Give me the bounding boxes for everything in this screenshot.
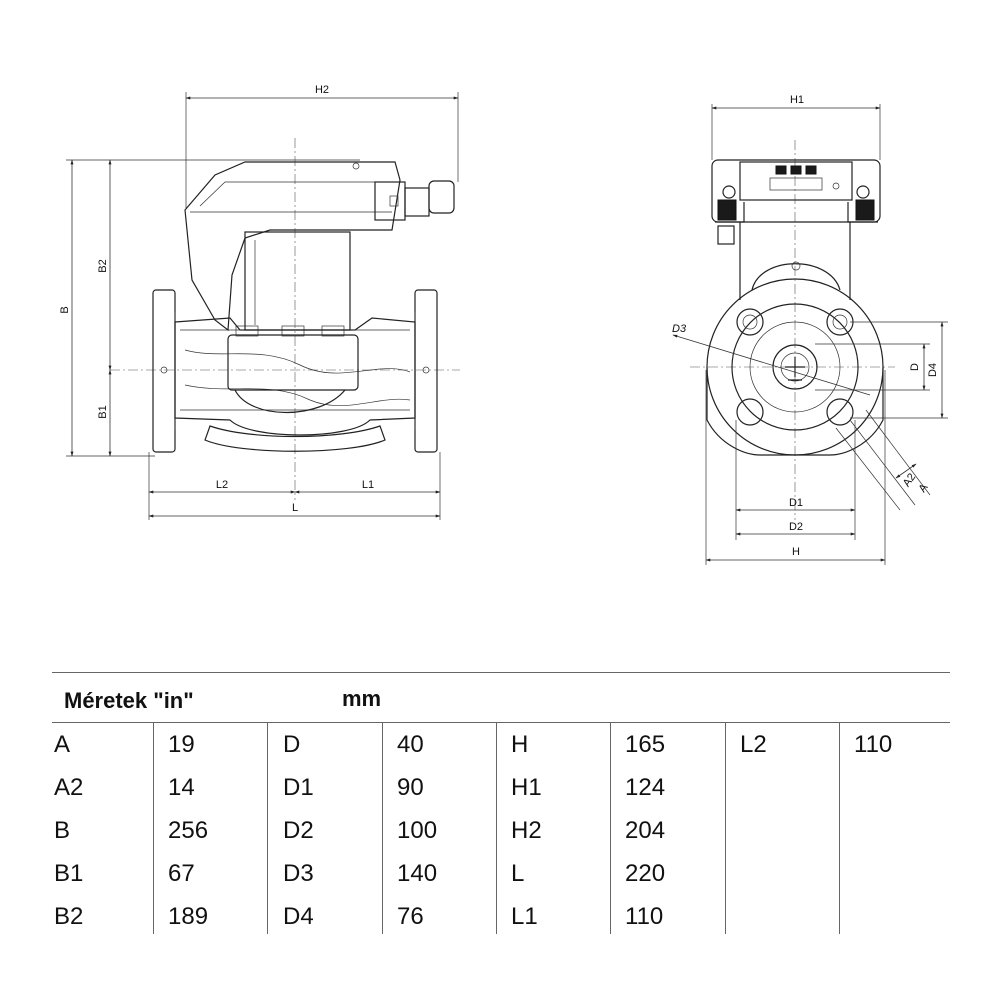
dimension-key: D1 — [283, 774, 314, 801]
technical-drawing: H2 B B2 B1 L2 L1 L — [59, 84, 948, 565]
column-separator — [496, 722, 497, 934]
dimension-key: A2 — [54, 774, 84, 801]
dimension-value: 110 — [854, 731, 893, 758]
dimension-value: 100 — [397, 817, 438, 844]
dim-label-D1: D1 — [789, 497, 803, 509]
column-separator — [153, 722, 154, 934]
dim-label-A2: A2 — [901, 471, 919, 489]
front-view: H2 B B2 B1 L2 L1 L — [59, 84, 460, 520]
dimension-value: 165 — [625, 731, 666, 758]
dim-label-H: H — [792, 546, 800, 558]
dim-label-H1: H1 — [790, 94, 804, 106]
dim-label-L: L — [292, 502, 298, 514]
dim-label-D2: D2 — [789, 521, 803, 533]
dim-label-B2: B2 — [97, 259, 109, 272]
dim-label-B1: B1 — [97, 405, 109, 418]
dimension-key: H — [511, 731, 529, 758]
table-header-rule — [52, 722, 950, 723]
dimension-key: H2 — [511, 817, 542, 844]
dim-label-B: B — [59, 306, 71, 313]
table-top-rule — [52, 672, 950, 673]
column-separator — [267, 722, 268, 934]
column-separator — [725, 722, 726, 934]
dim-label-D4: D4 — [927, 363, 939, 377]
dimension-value: 67 — [168, 860, 195, 887]
dimension-value: 14 — [168, 774, 195, 801]
dimension-key: H1 — [511, 774, 542, 801]
table-title: Méretek "in" — [64, 688, 194, 713]
dimension-key: D — [283, 731, 301, 758]
dimension-value: 124 — [625, 774, 666, 801]
table-header: Méretek "in" mm — [52, 672, 950, 722]
dimension-value: 220 — [625, 860, 666, 887]
dimension-value: 189 — [168, 903, 209, 930]
dimension-key: L2 — [740, 731, 767, 758]
column-separator — [610, 722, 611, 934]
dimension-value: 76 — [397, 903, 424, 930]
dimension-value: 140 — [397, 860, 438, 887]
dimension-key: D3 — [283, 860, 314, 887]
dim-label-D3: D3 — [672, 323, 687, 335]
dimension-key: D2 — [283, 817, 314, 844]
dim-label-A: A — [917, 481, 931, 494]
dimension-key: L — [511, 860, 525, 887]
dimension-key: B1 — [54, 860, 84, 887]
dimension-value: 204 — [625, 817, 666, 844]
dim-label-L2: L2 — [216, 479, 228, 491]
dim-label-H2: H2 — [315, 84, 329, 96]
dimension-value: 256 — [168, 817, 209, 844]
dim-label-L1: L1 — [362, 479, 374, 491]
dimension-value: 40 — [397, 731, 424, 758]
dimension-key: D4 — [283, 903, 314, 930]
dim-label-D: D — [909, 363, 921, 371]
dimension-key: L1 — [511, 903, 538, 930]
side-view: H1 D3 D D4 A2 A D1 D2 H — [672, 94, 948, 565]
dimension-key: B — [54, 817, 71, 844]
dimension-value: 19 — [168, 731, 195, 758]
table-unit: mm — [342, 686, 382, 711]
dimension-value: 110 — [625, 903, 664, 930]
dimension-key: B2 — [54, 903, 84, 930]
column-separator — [382, 722, 383, 934]
dimension-key: A — [54, 731, 71, 758]
dimension-value: 90 — [397, 774, 424, 801]
column-separator — [839, 722, 840, 934]
